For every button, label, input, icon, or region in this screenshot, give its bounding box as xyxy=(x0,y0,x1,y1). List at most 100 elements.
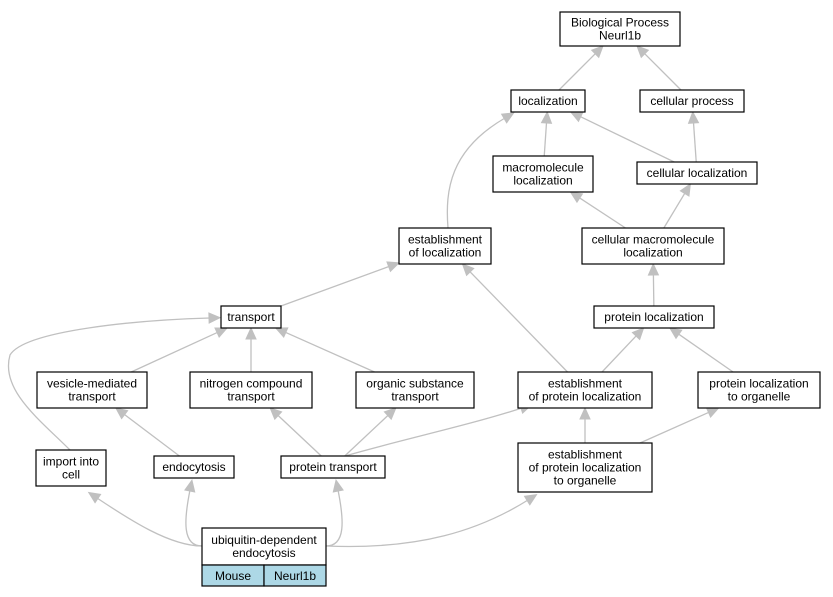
edge-protein-localization-to-organelle-to-protein-localization xyxy=(668,327,734,373)
edge-arrowhead xyxy=(269,407,283,421)
edge-line xyxy=(96,497,203,547)
node-box xyxy=(355,371,475,409)
node-label-line: ubiquitin-dependent xyxy=(211,533,317,547)
node-label-line: protein localization xyxy=(709,377,808,391)
organism-label: Mouse xyxy=(215,569,251,583)
edge-line xyxy=(558,52,597,91)
edge-vesicle-mediated-transport-to-transport xyxy=(130,327,229,373)
node-label-line: localization xyxy=(623,246,682,260)
edge-ubiquitin-dependent-endocytosis-to-import-into-cell xyxy=(87,491,203,547)
edge-arrowhead xyxy=(383,407,397,421)
edge-establishment-of-protein-localization-to-establishment-of-localization xyxy=(461,263,568,373)
edge-arrowhead xyxy=(208,312,222,324)
node-label-line: nitrogen compound xyxy=(200,377,303,391)
edge-line xyxy=(277,414,322,457)
edge-line xyxy=(692,121,697,163)
edge-arrowhead xyxy=(461,263,475,277)
edge-line xyxy=(7,317,211,451)
edge-arrowhead xyxy=(590,45,604,59)
edge-endocytosis-to-vesicle-mediated-transport xyxy=(114,407,180,457)
node-localization[interactable]: localization xyxy=(510,89,586,113)
edge-arrowhead xyxy=(569,111,584,123)
node-protein-transport[interactable]: protein transport xyxy=(280,455,386,479)
node-label-line: cellular process xyxy=(650,94,733,108)
node-cellular-localization[interactable]: cellular localization xyxy=(636,161,758,185)
node-box xyxy=(220,305,282,329)
edge-arrowhead xyxy=(386,261,401,273)
edge-establishment-of-protein-localization-to-organelle-to-protein-localization-to-organelle xyxy=(639,407,720,444)
edge-cellular-macromolecule-localization-to-macromolecule-localization xyxy=(569,191,626,229)
node-box xyxy=(517,442,653,493)
node-cellular-process[interactable]: cellular process xyxy=(639,89,745,113)
edge-arrowhead xyxy=(523,494,538,506)
node-label-line: transport xyxy=(227,310,275,324)
node-label-line: cellular localization xyxy=(647,166,748,180)
node-box xyxy=(35,449,107,487)
edge-line xyxy=(123,413,180,457)
edge-cellular-macromolecule-localization-to-cellular-localization xyxy=(663,182,691,229)
edge-ubiquitin-dependent-endocytosis-to-endocytosis xyxy=(184,479,203,547)
edge-arrowhead xyxy=(636,45,650,59)
edge-line xyxy=(446,117,506,229)
node-box xyxy=(639,89,745,113)
node-endocytosis[interactable]: endocytosis xyxy=(153,455,235,479)
node-label-line: transport xyxy=(391,390,439,404)
edge-arrowhead xyxy=(540,110,553,124)
node-box xyxy=(510,89,586,113)
node-box xyxy=(593,305,715,329)
edge-line xyxy=(130,331,219,373)
node-label-line: cell xyxy=(62,468,80,482)
edge-arrowhead xyxy=(631,327,645,341)
node-label-line: to organelle xyxy=(728,390,791,404)
node-label-line: of localization xyxy=(409,246,482,260)
edge-line xyxy=(325,489,343,547)
edge-line xyxy=(663,192,686,229)
edge-line xyxy=(578,196,626,229)
edge-protein-transport-to-nitrogen-compound-transport xyxy=(269,407,322,457)
edge-arrowhead xyxy=(679,182,691,197)
node-label-line: macromolecule xyxy=(502,161,584,175)
edge-line xyxy=(543,121,548,157)
node-label-line: vesicle-mediated xyxy=(47,377,137,391)
edge-arrowhead xyxy=(668,327,683,340)
edge-arrowhead xyxy=(705,407,720,418)
edge-establishment-of-protein-localization-to-organelle-to-establishment-of-protein-localization xyxy=(579,406,591,443)
node-label-line: endocytosis xyxy=(162,460,225,474)
edge-line xyxy=(677,333,734,373)
edge-arrowhead xyxy=(274,327,289,338)
organism-cell: Mouse xyxy=(201,564,265,587)
edge-line xyxy=(344,414,389,457)
edge-arrowhead xyxy=(569,191,584,204)
edge-line xyxy=(643,52,682,91)
edge-arrowhead xyxy=(687,110,700,124)
edge-line xyxy=(469,270,568,373)
edge-arrowhead xyxy=(245,326,257,340)
edge-line xyxy=(344,407,523,457)
edge-arrowhead xyxy=(500,112,515,124)
node-box xyxy=(581,227,725,265)
node-protein-localization[interactable]: protein localization xyxy=(593,305,715,329)
node-label-line: of protein localization xyxy=(529,461,642,475)
edge-arrowhead xyxy=(184,479,196,493)
gene-cell: Neurl1b xyxy=(263,564,327,587)
edge-import-into-cell-to-transport xyxy=(7,312,222,451)
edge-line xyxy=(284,331,375,373)
edge-arrowhead xyxy=(579,406,591,420)
node-transport[interactable]: transport xyxy=(220,305,282,329)
node-box xyxy=(517,371,653,409)
node-label-line: cellular macromolecule xyxy=(592,233,715,247)
